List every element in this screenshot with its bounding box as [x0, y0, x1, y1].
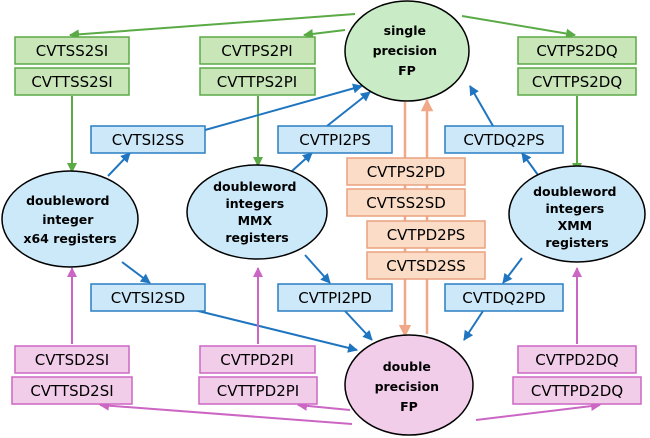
box-cvttsd2si: CVTTSD2SI: [11, 376, 133, 405]
arrow-xmm-to-cvtdq2ps: [521, 152, 539, 176]
peach-arrows: [398, 98, 434, 338]
arrow-cvtpi2ps-to-single: [326, 91, 371, 127]
mmx-line-1: doubleword: [213, 179, 296, 194]
arrow-double-to-right-pink: [475, 401, 601, 421]
label-cvtss2si: CVTSS2SI: [36, 42, 108, 60]
arrow-cvtsi2sd-to-double: [177, 305, 358, 353]
label-cvttpd2pi: CVTTPD2PI: [217, 382, 299, 400]
xmm-line-2: integers: [545, 201, 604, 216]
arrow-x64-to-cvtsi2sd: [121, 261, 151, 284]
label-cvtdq2pd: CVTDQ2PD: [462, 289, 545, 307]
label-cvtss2sd: CVTSS2SD: [366, 194, 446, 212]
single-line-3: FP: [398, 63, 416, 78]
box-cvtps2pd: CVTPS2PD: [346, 157, 466, 186]
box-cvttps2dq: CVTTPS2DQ: [517, 67, 637, 96]
green-arrows: [67, 13, 582, 173]
arrow-cvtdq2ps-to-single: [469, 85, 494, 127]
label-cvtpd2pi: CVTPD2PI: [220, 351, 294, 369]
arrow-single-to-mid-green: [303, 28, 346, 39]
mmx-line-3: MMX: [238, 213, 273, 228]
box-cvtsd2ss: CVTSD2SS: [366, 251, 486, 280]
x64-integer-node: doubleword integer x64 registers: [1, 170, 139, 268]
label-cvtsd2si: CVTSD2SI: [35, 351, 109, 369]
xmm-line-4: registers: [545, 235, 608, 250]
box-cvtpi2pd: CVTPI2PD: [277, 283, 393, 312]
svg-text:doubleword integers: doubleword integers MMX registers: [213, 179, 301, 245]
single-line-1: single: [384, 23, 426, 38]
box-cvttpd2dq: CVTTPD2DQ: [512, 376, 642, 405]
box-cvtsi2ss: CVTSI2SS: [90, 125, 206, 154]
double-precision-fp-node: double precision FP: [344, 334, 474, 436]
arrow-mmx-to-cvtpi2pd: [304, 254, 331, 284]
double-line-3: FP: [400, 399, 418, 414]
box-cvtpd2ps: CVTPD2PS: [366, 220, 486, 249]
single-precision-fp-node: single precision FP: [344, 0, 470, 102]
box-cvtps2dq: CVTPS2DQ: [517, 36, 637, 65]
svg-text:doubleword integers: doubleword integers XMM registers: [533, 184, 621, 250]
svg-text:double precision F: double precision FP: [375, 359, 444, 414]
arrow-single-to-left-green: [69, 13, 356, 40]
box-cvttpd2pi: CVTTPD2PI: [198, 376, 318, 405]
double-line-1: double: [383, 359, 431, 374]
single-precision-ellipse: [344, 0, 470, 102]
label-cvtsi2sd: CVTSI2SD: [111, 289, 185, 307]
label-cvtps2pd: CVTPS2PD: [367, 163, 446, 181]
label-cvtpd2dq: CVTPD2DQ: [535, 351, 618, 369]
arrow-cvtsi2ss-to-single: [204, 83, 363, 131]
xmm-line-3: XMM: [558, 218, 593, 233]
mmx-line-4: registers: [225, 230, 288, 245]
box-cvttps2pi: CVTTPS2PI: [199, 67, 316, 96]
label-cvtsi2ss: CVTSI2SS: [112, 131, 184, 149]
x64-line-3: x64 registers: [23, 231, 116, 246]
box-cvtpd2dq: CVTPD2DQ: [517, 345, 637, 374]
box-cvtdq2ps: CVTDQ2PS: [444, 125, 564, 154]
label-cvtps2dq: CVTPS2DQ: [536, 42, 617, 60]
mmx-line-2: integers: [225, 196, 284, 211]
double-line-2: precision: [375, 379, 440, 394]
arrow-xmm-to-cvtdq2pd: [502, 257, 523, 284]
arrow-x64-to-cvtsi2ss: [107, 152, 131, 177]
arrow-cvtpi2pd-to-double: [344, 310, 373, 341]
x64-line-2: integer: [42, 212, 94, 227]
x64-integer-ellipse: [1, 170, 139, 268]
label-cvtps2pi: CVTPS2PI: [221, 42, 292, 60]
xmm-integer-ellipse: [508, 165, 646, 263]
box-cvtdq2pd: CVTDQ2PD: [444, 283, 564, 312]
label-cvtpi2ps: CVTPI2PS: [299, 131, 370, 149]
label-cvtsd2ss: CVTSD2SS: [386, 257, 466, 275]
box-cvtsd2si: CVTSD2SI: [14, 345, 130, 374]
label-cvtdq2ps: CVTDQ2PS: [463, 131, 544, 149]
x64-line-1: doubleword: [26, 193, 109, 208]
svg-text:single precision F: single precision FP: [373, 23, 442, 78]
box-cvtps2pi: CVTPS2PI: [199, 36, 316, 65]
label-cvttpd2dq: CVTTPD2DQ: [531, 382, 623, 400]
box-cvtpd2pi: CVTPD2PI: [199, 345, 316, 374]
single-line-2: precision: [373, 43, 438, 58]
box-cvtss2sd: CVTSS2SD: [346, 188, 466, 217]
arrow-mmx-to-cvtpi2ps: [291, 152, 313, 172]
arrow-cvtdq2pd-to-double: [463, 310, 484, 341]
arrow-double-to-mid-pink: [297, 400, 351, 411]
arrow-double-to-left-pink: [99, 400, 353, 425]
xmm-line-1: doubleword: [533, 184, 616, 199]
box-cvtsi2sd: CVTSI2SD: [90, 283, 206, 312]
double-precision-ellipse: [344, 334, 474, 436]
label-cvttss2si: CVTTSS2SI: [31, 73, 112, 91]
box-cvtss2si: CVTSS2SI: [14, 36, 130, 65]
box-cvttss2si: CVTTSS2SI: [14, 67, 130, 96]
label-cvttps2dq: CVTTPS2DQ: [532, 73, 622, 91]
mmx-integer-node: doubleword integers MMX registers: [186, 164, 328, 260]
mmx-integer-ellipse: [186, 164, 328, 260]
arrow-single-to-right-green: [461, 15, 576, 39]
blue-arrows: [107, 83, 539, 353]
xmm-integer-node: doubleword integers XMM registers: [508, 165, 646, 263]
svg-text:doubleword integer: doubleword integer x64 registers: [23, 193, 116, 246]
box-cvtpi2ps: CVTPI2PS: [277, 125, 393, 154]
label-cvttps2pi: CVTTPS2PI: [217, 73, 297, 91]
pink-arrows: [67, 267, 601, 425]
label-cvttsd2si: CVTTSD2SI: [30, 382, 113, 400]
label-cvtpi2pd: CVTPI2PD: [298, 289, 372, 307]
label-cvtpd2ps: CVTPD2PS: [387, 226, 466, 244]
